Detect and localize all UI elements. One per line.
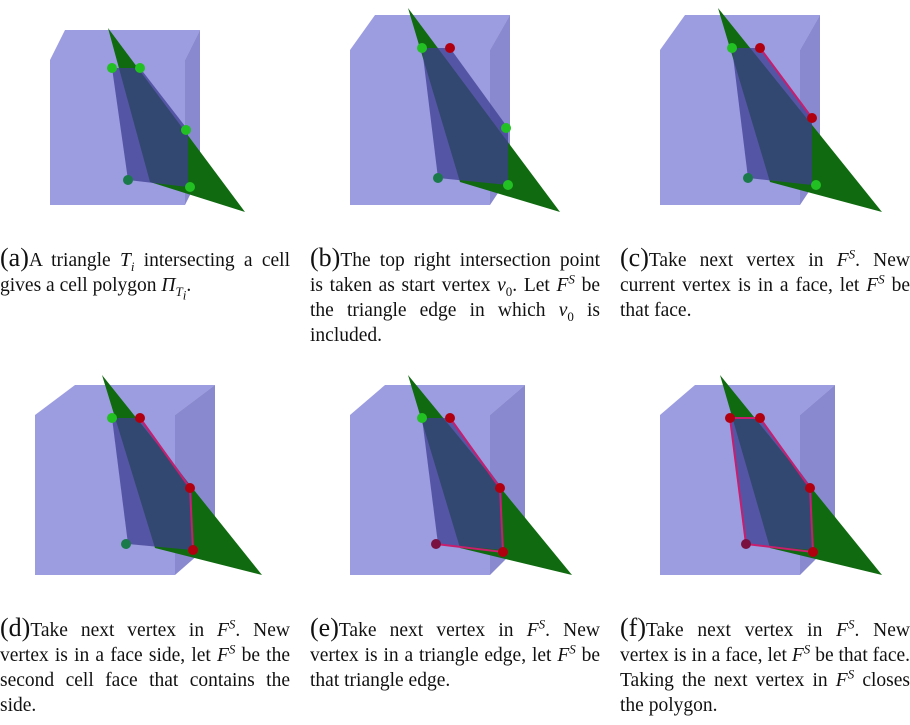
polygon-edge: [759, 47, 813, 119]
red-vertex: [431, 539, 441, 549]
caption-f: (f)Take next vertex in FS. New vertex is…: [620, 613, 910, 717]
figure-c: [660, 8, 882, 212]
green-vertex: [501, 123, 511, 133]
red-vertex: [495, 483, 505, 493]
green-vertex: [185, 182, 195, 192]
green-vertex: [743, 173, 753, 183]
caption-d: (d)Take next vertex in FS. New vertex is…: [0, 613, 290, 717]
red-vertex: [755, 43, 765, 53]
red-vertex: [135, 413, 145, 423]
polygon-edge: [139, 417, 191, 489]
green-vertex: [181, 125, 191, 135]
cell-polygon: [112, 418, 192, 550]
red-vertex: [755, 413, 765, 423]
polygon-edge: [745, 543, 814, 553]
green-vertex: [433, 173, 443, 183]
figure-e: [350, 375, 572, 575]
green-vertex: [503, 180, 513, 190]
figure-f: [660, 375, 882, 575]
cube-face: [350, 15, 510, 50]
red-vertex: [445, 43, 455, 53]
green-vertex: [121, 539, 131, 549]
figure-b: [350, 8, 560, 212]
green-vertex: [727, 43, 737, 53]
polygon-edge: [759, 417, 811, 489]
red-vertex: [807, 113, 817, 123]
cube-face: [660, 15, 820, 50]
green-vertex: [811, 180, 821, 190]
cell-polygon: [422, 418, 502, 550]
figure-a: [50, 28, 245, 212]
red-vertex: [741, 539, 751, 549]
green-vertex: [107, 63, 117, 73]
green-vertex: [417, 413, 427, 423]
caption-c: (c)Take next vertex in FS. New current v…: [620, 243, 910, 322]
red-vertex: [188, 545, 198, 555]
cell-polygon: [732, 48, 812, 185]
figure-d: [35, 375, 262, 575]
green-vertex: [123, 175, 133, 185]
green-vertex: [417, 43, 427, 53]
polygon-edge: [189, 487, 194, 551]
green-vertex: [107, 413, 117, 423]
cube-face: [35, 385, 215, 415]
polygon-edge: [449, 417, 501, 489]
red-vertex: [805, 483, 815, 493]
caption-e: (e)Take next vertex in FS. New vertex is…: [310, 613, 600, 692]
polygon-edge: [729, 417, 747, 545]
red-vertex: [498, 547, 508, 557]
cube-face: [660, 385, 835, 415]
caption-b: (b)The top right intersection point is t…: [310, 243, 601, 347]
green-vertex: [135, 63, 145, 73]
cube-face: [350, 385, 525, 415]
cell-polygon: [422, 48, 508, 185]
red-vertex: [185, 483, 195, 493]
polygon-edge: [809, 487, 814, 553]
polygon-edge: [499, 487, 504, 553]
red-vertex: [808, 547, 818, 557]
cell-polygon: [112, 68, 188, 187]
cube-face: [50, 30, 200, 60]
red-vertex: [725, 413, 735, 423]
cell-polygon: [730, 418, 812, 550]
caption-a: (a)A triangle Ti intersecting a cell giv…: [0, 243, 290, 303]
polygon-edge: [435, 543, 504, 553]
red-vertex: [445, 413, 455, 423]
